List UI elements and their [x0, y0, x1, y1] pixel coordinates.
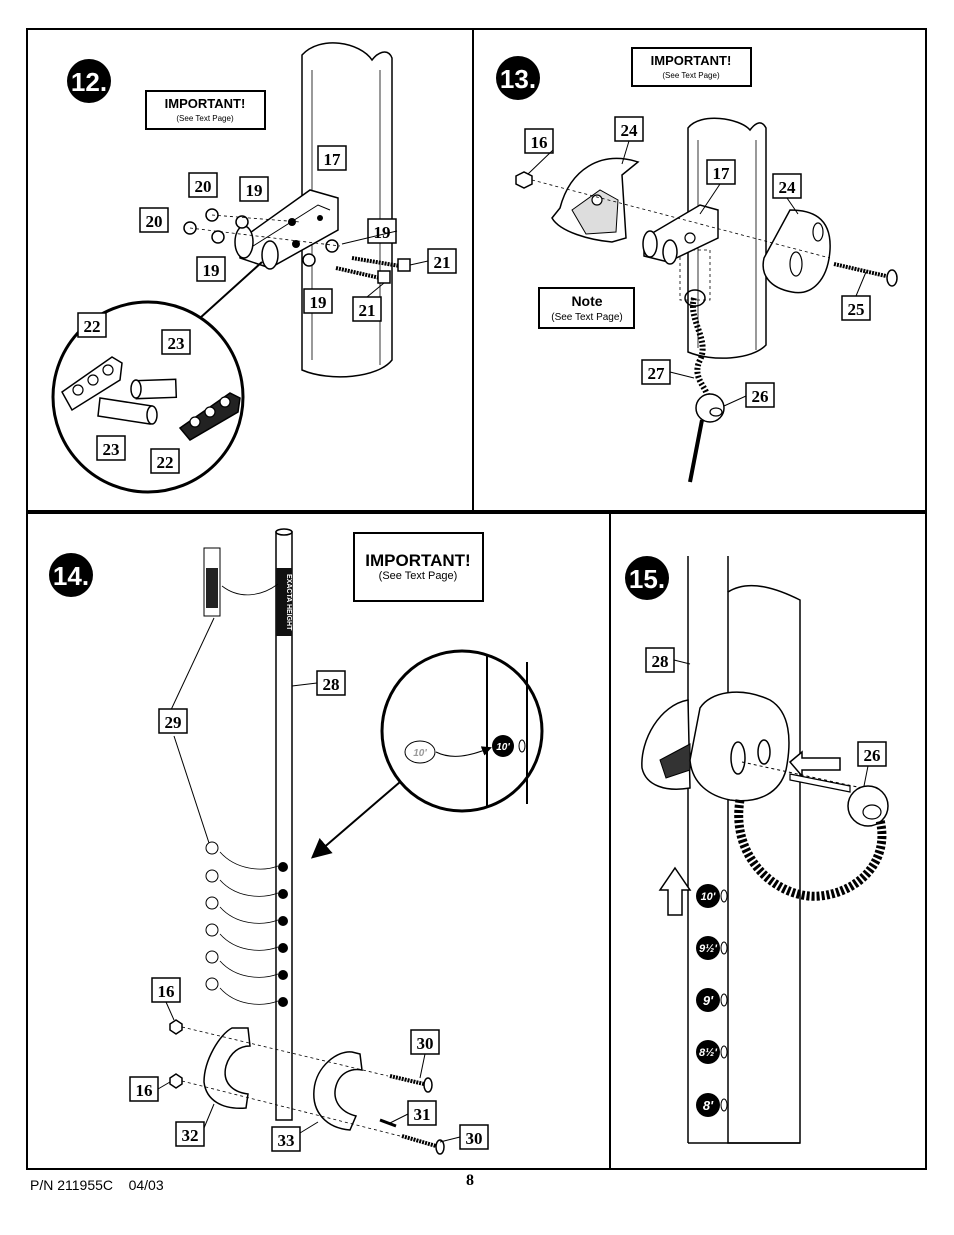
svg-text:IMPORTANT!: IMPORTANT! [165, 96, 246, 111]
svg-text:(See Text Page): (See Text Page) [662, 71, 720, 80]
callout-label: 22 [77, 312, 107, 338]
svg-text:30: 30 [417, 1034, 434, 1053]
height-mark-label: 9' [703, 993, 714, 1008]
callout-label: 29 [158, 708, 188, 734]
step-14-badge: 14. [49, 553, 93, 597]
svg-text:16: 16 [136, 1081, 153, 1100]
svg-text:26: 26 [864, 746, 881, 765]
callout-label: 28 [316, 670, 346, 696]
svg-text:33: 33 [278, 1131, 295, 1150]
svg-text:28: 28 [652, 652, 669, 671]
svg-text:31: 31 [414, 1105, 431, 1124]
step-13-illustration [515, 117, 898, 483]
callout-label: 19 [303, 288, 333, 314]
step-15-illustration: 10' 9½' 9' 8½' 8' [641, 556, 889, 1144]
svg-text:24: 24 [621, 121, 639, 140]
callout-label: 17 [317, 145, 347, 171]
svg-text:(See Text Page): (See Text Page) [379, 570, 458, 582]
svg-text:(See Text Page): (See Text Page) [551, 312, 623, 323]
part-number: P/N 211955C 04/03 [30, 1177, 164, 1193]
callout-label: 19 [367, 218, 397, 244]
step-13-important-box: IMPORTANT! (See Text Page) [631, 47, 752, 87]
step-12-badge: 12. [67, 59, 111, 103]
zoom-sticker-label: 10' [413, 748, 427, 759]
callout-label: 21 [427, 248, 457, 274]
svg-text:Note: Note [571, 293, 602, 309]
svg-text:IMPORTANT!: IMPORTANT! [651, 53, 732, 68]
callout-label: 20 [188, 172, 218, 198]
step-14-number: 14. [53, 561, 89, 591]
svg-text:16: 16 [158, 982, 175, 1001]
callout-label: 30 [459, 1124, 489, 1150]
callout-label: 19 [196, 256, 226, 282]
callout-label: 32 [175, 1121, 205, 1147]
height-mark-label: 9½' [699, 943, 717, 955]
panel-step-14 [26, 512, 611, 1170]
callout-label: 23 [161, 329, 191, 355]
svg-text:20: 20 [195, 177, 212, 196]
height-mark-label: 8½' [699, 1047, 717, 1059]
step-15-badge: 15. [625, 556, 669, 600]
step-13-note-box: Note (See Text Page) [538, 287, 635, 329]
step-14-important-box: IMPORTANT! (See Text Page) [353, 532, 484, 602]
callout-label: 21 [352, 296, 382, 322]
svg-text:21: 21 [434, 253, 451, 272]
pole-decal-text: EXACTA HEIGHT [285, 574, 292, 631]
svg-text:25: 25 [848, 300, 865, 319]
svg-text:29: 29 [165, 713, 182, 732]
svg-text:28: 28 [323, 675, 340, 694]
svg-text:24: 24 [779, 178, 797, 197]
step-13-number: 13. [500, 64, 536, 94]
svg-text:19: 19 [310, 293, 327, 312]
svg-text:20: 20 [146, 212, 163, 231]
svg-text:(See Text Page): (See Text Page) [176, 114, 234, 123]
svg-text:19: 19 [203, 261, 220, 280]
callout-label: 26 [857, 741, 887, 767]
callout-label: 16 [129, 1076, 159, 1102]
step-13-badge: 13. [496, 56, 540, 100]
callout-label: 19 [239, 176, 269, 202]
step-15-number: 15. [629, 564, 665, 594]
svg-text:IMPORTANT!: IMPORTANT! [365, 551, 470, 570]
callout-label: 31 [407, 1100, 437, 1126]
svg-text:17: 17 [324, 150, 342, 169]
callout-label: 30 [410, 1029, 440, 1055]
svg-text:23: 23 [103, 440, 120, 459]
svg-text:19: 19 [246, 181, 263, 200]
callout-label: 16 [151, 977, 181, 1003]
svg-text:27: 27 [648, 364, 666, 383]
callout-label: 27 [641, 359, 671, 385]
callout-label: 25 [841, 295, 871, 321]
callout-label: 17 [706, 159, 736, 185]
callout-label: 28 [645, 647, 675, 673]
panel-step-13 [472, 28, 927, 512]
step-14-illustration: EXACTA HEIGHT [169, 528, 544, 1155]
svg-text:23: 23 [168, 334, 185, 353]
callout-label: 23 [96, 435, 126, 461]
svg-text:21: 21 [359, 301, 376, 320]
callout-label: 26 [745, 382, 775, 408]
svg-text:16: 16 [531, 133, 548, 152]
panel-step-15 [609, 512, 927, 1170]
svg-text:17: 17 [713, 164, 731, 183]
height-mark-label: 8' [703, 1098, 714, 1113]
callout-label: 20 [139, 207, 169, 233]
svg-text:19: 19 [374, 223, 391, 242]
page-number: 8 [466, 1172, 474, 1189]
height-mark-label: 10' [701, 891, 716, 903]
svg-text:22: 22 [157, 453, 174, 472]
callout-label: 16 [524, 128, 554, 154]
callout-label: 22 [150, 448, 180, 474]
zoom-pole-label: 10' [496, 742, 510, 753]
svg-text:30: 30 [466, 1129, 483, 1148]
step-12-number: 12. [71, 67, 107, 97]
callout-label: 24 [772, 173, 802, 199]
svg-text:22: 22 [84, 317, 101, 336]
callout-label: 33 [271, 1126, 301, 1152]
step-12-important-box: IMPORTANT! (See Text Page) [145, 90, 266, 130]
svg-text:32: 32 [182, 1126, 199, 1145]
callout-label: 24 [614, 116, 644, 142]
svg-text:26: 26 [752, 387, 769, 406]
